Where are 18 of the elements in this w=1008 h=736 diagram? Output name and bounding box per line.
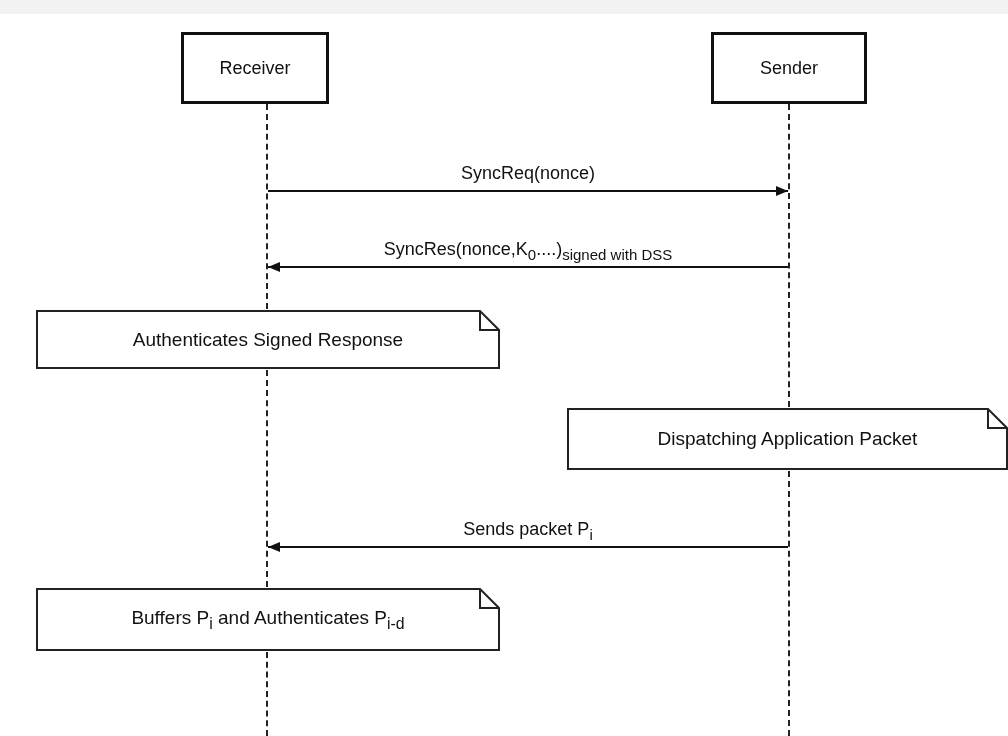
message-arrow [267,542,789,552]
lifeline [788,471,790,736]
note-text: Buffers P$_{i}$ and Authenticates P$_{i-d}$ [131,606,405,633]
note-box [36,310,500,369]
lifeline [266,104,268,309]
lifeline [266,652,268,736]
message-arrow [267,262,789,272]
note-box [567,408,1008,470]
lifeline [266,370,268,587]
participant-name: Receiver [219,57,291,79]
note-text: Authenticates Signed Response [132,328,404,351]
note-text: Dispatching Application Packet [657,428,918,450]
note-box [36,588,500,651]
participant-box [711,32,867,104]
participant-name: Sender [759,57,818,79]
message-arrow [267,186,789,196]
lifeline [788,104,790,407]
participant-box [181,32,329,104]
